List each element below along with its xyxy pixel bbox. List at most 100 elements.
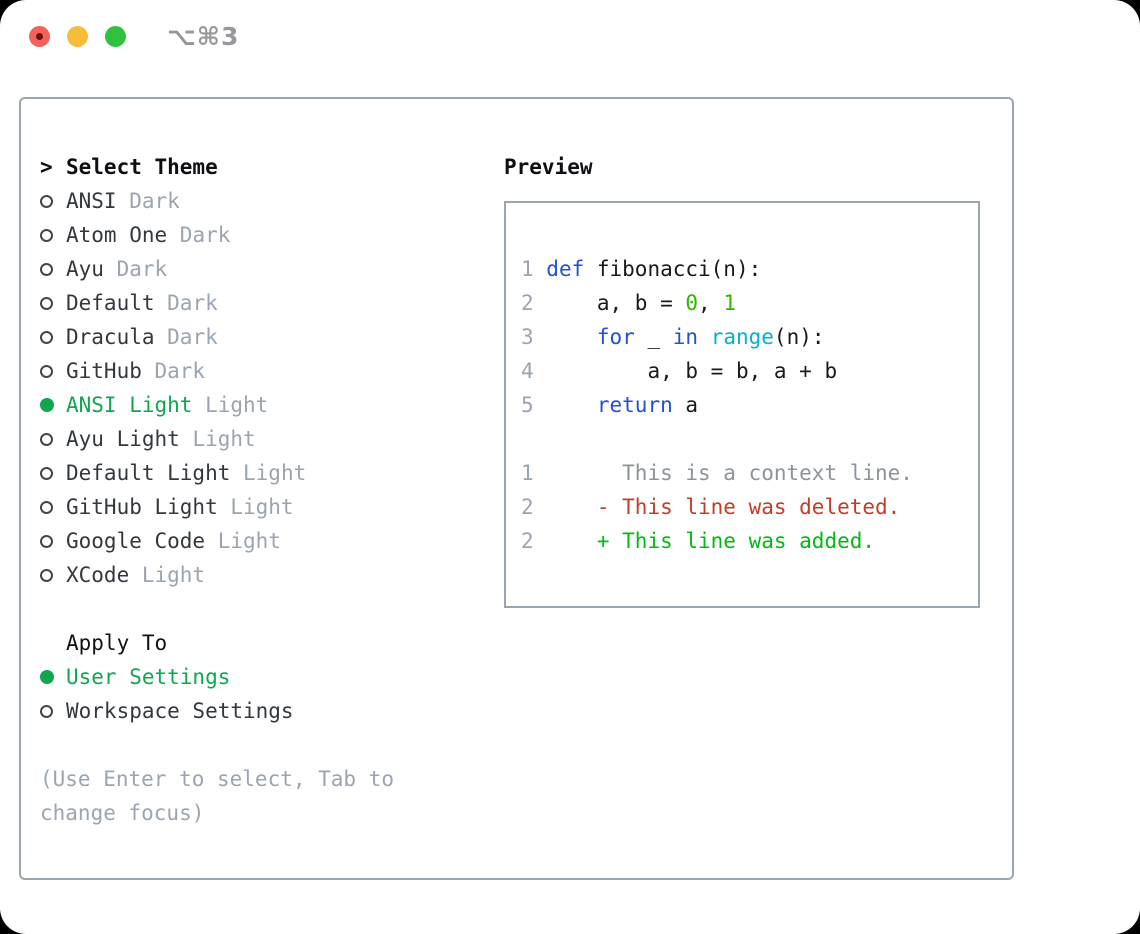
theme-variant: Light	[205, 393, 269, 417]
radio-icon	[40, 704, 66, 718]
theme-name: GitHub Light	[66, 495, 218, 519]
apply-to-header: Apply To	[40, 626, 394, 660]
diff-context-line: 1 This is a context line.	[521, 456, 978, 490]
radio-icon	[40, 466, 66, 480]
code-text: _	[634, 325, 673, 349]
code-text: fibonacci(n):	[584, 257, 762, 281]
theme-option-default-light[interactable]: Default Light Light	[40, 456, 394, 490]
theme-name: Google Code	[66, 529, 206, 553]
radio-icon	[40, 262, 66, 276]
diff-added-line: 2 + This line was added.	[521, 524, 978, 558]
code-line: 3 for _ in range(n):	[521, 320, 978, 354]
theme-option-ansi-light[interactable]: ANSI Light Light	[40, 388, 394, 422]
theme-option-ayu-light[interactable]: Ayu Light Light	[40, 422, 394, 456]
code-keyword: return	[596, 393, 673, 417]
theme-name: Default	[66, 291, 155, 315]
minimize-button[interactable]	[67, 26, 88, 47]
radio-icon	[40, 534, 66, 548]
theme-option-ansi-dark[interactable]: ANSI Dark	[40, 184, 394, 218]
theme-name: Ayu Light	[66, 427, 180, 451]
code-keyword: for	[596, 325, 635, 349]
keyboard-hint-line-2: change focus)	[40, 801, 205, 825]
apply-option-user-settings[interactable]: User Settings	[40, 660, 394, 694]
code-text	[546, 529, 597, 553]
line-number: 2	[521, 529, 547, 553]
theme-list: > Select Theme ANSI Dark Atom One Dark A…	[40, 150, 394, 830]
blank-line	[521, 422, 978, 456]
code-function: range	[710, 325, 774, 349]
line-number: 3	[521, 325, 547, 349]
preview-title: Preview	[504, 155, 593, 179]
spacer	[40, 592, 394, 626]
code-text	[546, 495, 597, 519]
diff-deleted-text: - This line was deleted.	[596, 495, 901, 519]
apply-to-title: Apply To	[66, 631, 168, 655]
spacer	[40, 728, 394, 762]
radio-icon	[40, 330, 66, 344]
preview-section: Preview 1 def fibonacci(n): 2 a, b = 0, …	[504, 150, 980, 608]
apply-option-workspace-settings[interactable]: Workspace Settings	[40, 694, 394, 728]
theme-option-default-dark[interactable]: Default Dark	[40, 286, 394, 320]
diff-added-text: + This line was added.	[596, 529, 876, 553]
code-line: 1 def fibonacci(n):	[521, 252, 978, 286]
code-line: 4 a, b = b, a + b	[521, 354, 978, 388]
diff-deleted-line: 2 - This line was deleted.	[521, 490, 978, 524]
theme-variant: Light	[217, 529, 281, 553]
theme-variant: Dark	[116, 257, 168, 281]
theme-option-github-dark[interactable]: GitHub Dark	[40, 354, 394, 388]
theme-picker-panel: > Select Theme ANSI Dark Atom One Dark A…	[19, 97, 1014, 880]
code-text	[546, 393, 597, 417]
theme-variant: Dark	[129, 189, 180, 213]
preview-header: Preview	[504, 150, 980, 184]
line-number: 2	[521, 291, 547, 315]
radio-icon	[40, 296, 66, 310]
code-keyword: def	[546, 257, 585, 281]
radio-icon	[40, 194, 66, 208]
theme-name: Ayu	[66, 257, 104, 281]
theme-option-google-code-light[interactable]: Google Code Light	[40, 524, 394, 558]
unsaved-dot-icon	[36, 33, 43, 40]
window-shortcut-label: ⌥⌘3	[167, 22, 240, 51]
theme-variant: Light	[192, 427, 256, 451]
radio-icon	[40, 670, 66, 684]
code-text	[698, 325, 711, 349]
code-text: a, b =	[546, 291, 686, 315]
radio-icon	[40, 228, 66, 242]
theme-variant: Dark	[167, 325, 218, 349]
preview-box: 1 def fibonacci(n): 2 a, b = 0, 1 3 for …	[504, 201, 980, 608]
select-theme-header: > Select Theme	[40, 150, 394, 184]
theme-name: Dracula	[66, 325, 155, 349]
theme-option-github-light[interactable]: GitHub Light Light	[40, 490, 394, 524]
theme-variant: Dark	[154, 359, 206, 383]
code-text: a, b = b, a + b	[546, 359, 838, 383]
code-text: ,	[698, 291, 724, 315]
diff-context-text: This is a context line.	[546, 461, 913, 485]
line-number: 1	[521, 461, 547, 485]
theme-option-ayu-dark[interactable]: Ayu Dark	[40, 252, 394, 286]
code-line: 5 return a	[521, 388, 978, 422]
radio-icon	[40, 500, 66, 514]
radio-icon	[40, 398, 66, 412]
code-keyword: in	[672, 325, 699, 349]
theme-option-atom-one-dark[interactable]: Atom One Dark	[40, 218, 394, 252]
code-line: 2 a, b = 0, 1	[521, 286, 978, 320]
theme-name: ANSI Light	[66, 393, 193, 417]
zoom-button[interactable]	[105, 26, 126, 47]
theme-name: Default Light	[66, 461, 231, 485]
apply-option-label: User Settings	[66, 665, 231, 689]
close-button[interactable]	[29, 26, 50, 47]
theme-variant: Dark	[167, 291, 218, 315]
theme-name: GitHub	[66, 359, 142, 383]
line-number: 5	[521, 393, 547, 417]
theme-variant: Light	[141, 563, 206, 587]
select-theme-title: Select Theme	[66, 155, 218, 179]
radio-icon	[40, 364, 66, 378]
theme-option-dracula-dark[interactable]: Dracula Dark	[40, 320, 394, 354]
code-literal: 0	[685, 291, 699, 315]
traffic-lights	[29, 26, 126, 47]
theme-option-xcode-light[interactable]: XCode Light	[40, 558, 394, 592]
theme-name: XCode	[66, 563, 130, 587]
code-text: a	[672, 393, 699, 417]
code-text: (n):	[773, 325, 825, 349]
